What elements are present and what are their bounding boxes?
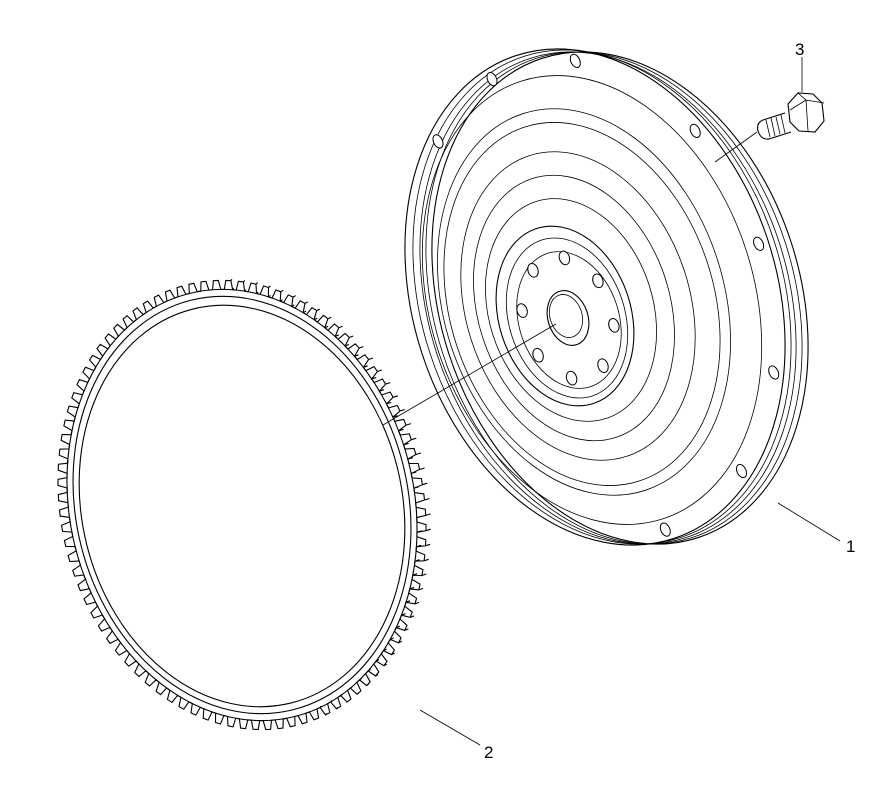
hub-bolt-holes xyxy=(516,250,620,386)
hub-bolt-hole xyxy=(558,250,571,266)
hub-bolt-hole xyxy=(597,358,609,374)
flywheel-hub-boss xyxy=(516,251,622,389)
hub-bolt-hole xyxy=(592,273,604,289)
rim-dowel-hole xyxy=(432,134,444,149)
flywheel-ring-a xyxy=(421,75,763,525)
flywheel-ring-c xyxy=(443,122,721,486)
rim-dowel-hole xyxy=(753,236,765,251)
callout-3-label: 3 xyxy=(795,40,804,59)
bolt-hex-head xyxy=(787,92,825,133)
flywheel-ring-b xyxy=(437,108,731,496)
rim-dowel-hole xyxy=(486,71,498,87)
hub-bolt-hole xyxy=(565,370,578,386)
flywheel-front-face xyxy=(404,48,786,546)
bolt-thread-lines xyxy=(765,114,786,138)
ring-gear xyxy=(57,278,431,731)
bolt-shank xyxy=(757,112,792,140)
callout-1-label: 1 xyxy=(846,537,855,556)
flywheel-rim-step-2 xyxy=(419,51,797,545)
rim-dowel-hole xyxy=(735,463,748,479)
callout-2-label: 2 xyxy=(484,743,493,762)
flywheel-center-bore xyxy=(546,290,590,346)
ring-gear-inner-rim xyxy=(72,295,412,715)
rim-dowel-holes xyxy=(432,53,780,537)
flywheel-rim-step-3 xyxy=(412,49,792,545)
ring-gear-outer-rim xyxy=(66,288,418,722)
flywheel-ring-f xyxy=(485,198,657,422)
flywheel-ring-e xyxy=(473,174,675,442)
hub-bolt-hole xyxy=(608,318,620,333)
hub-bolt-hole xyxy=(516,303,528,318)
leader-lines xyxy=(382,57,841,746)
rim-dowel-hole xyxy=(689,123,701,139)
flywheel-hub-outer xyxy=(495,225,635,407)
rim-dowel-hole xyxy=(659,522,671,537)
hub-bolt-hole xyxy=(532,347,544,363)
bolt-hex-face xyxy=(789,92,825,132)
ring-gear-teeth xyxy=(57,278,431,731)
callout-leader-1 xyxy=(777,502,841,542)
bolt-axis-line xyxy=(714,131,758,163)
rim-dowel-hole xyxy=(768,365,780,380)
flywheel-center-bore-chamfer xyxy=(548,294,584,338)
ring-gear-bore xyxy=(78,304,406,708)
flywheel-rim-step-1 xyxy=(425,51,803,545)
rim-dowel-hole xyxy=(569,53,581,69)
flywheel xyxy=(404,48,809,546)
flywheel-ring-d xyxy=(460,151,696,461)
ring-to-hub-axis-line xyxy=(382,323,557,426)
flywheel-hub-inner xyxy=(505,237,629,399)
flywheel-back-rim xyxy=(431,51,809,545)
hub-bolt-hole xyxy=(527,262,539,278)
bolt xyxy=(757,92,825,140)
callout-leader-2 xyxy=(419,709,481,746)
